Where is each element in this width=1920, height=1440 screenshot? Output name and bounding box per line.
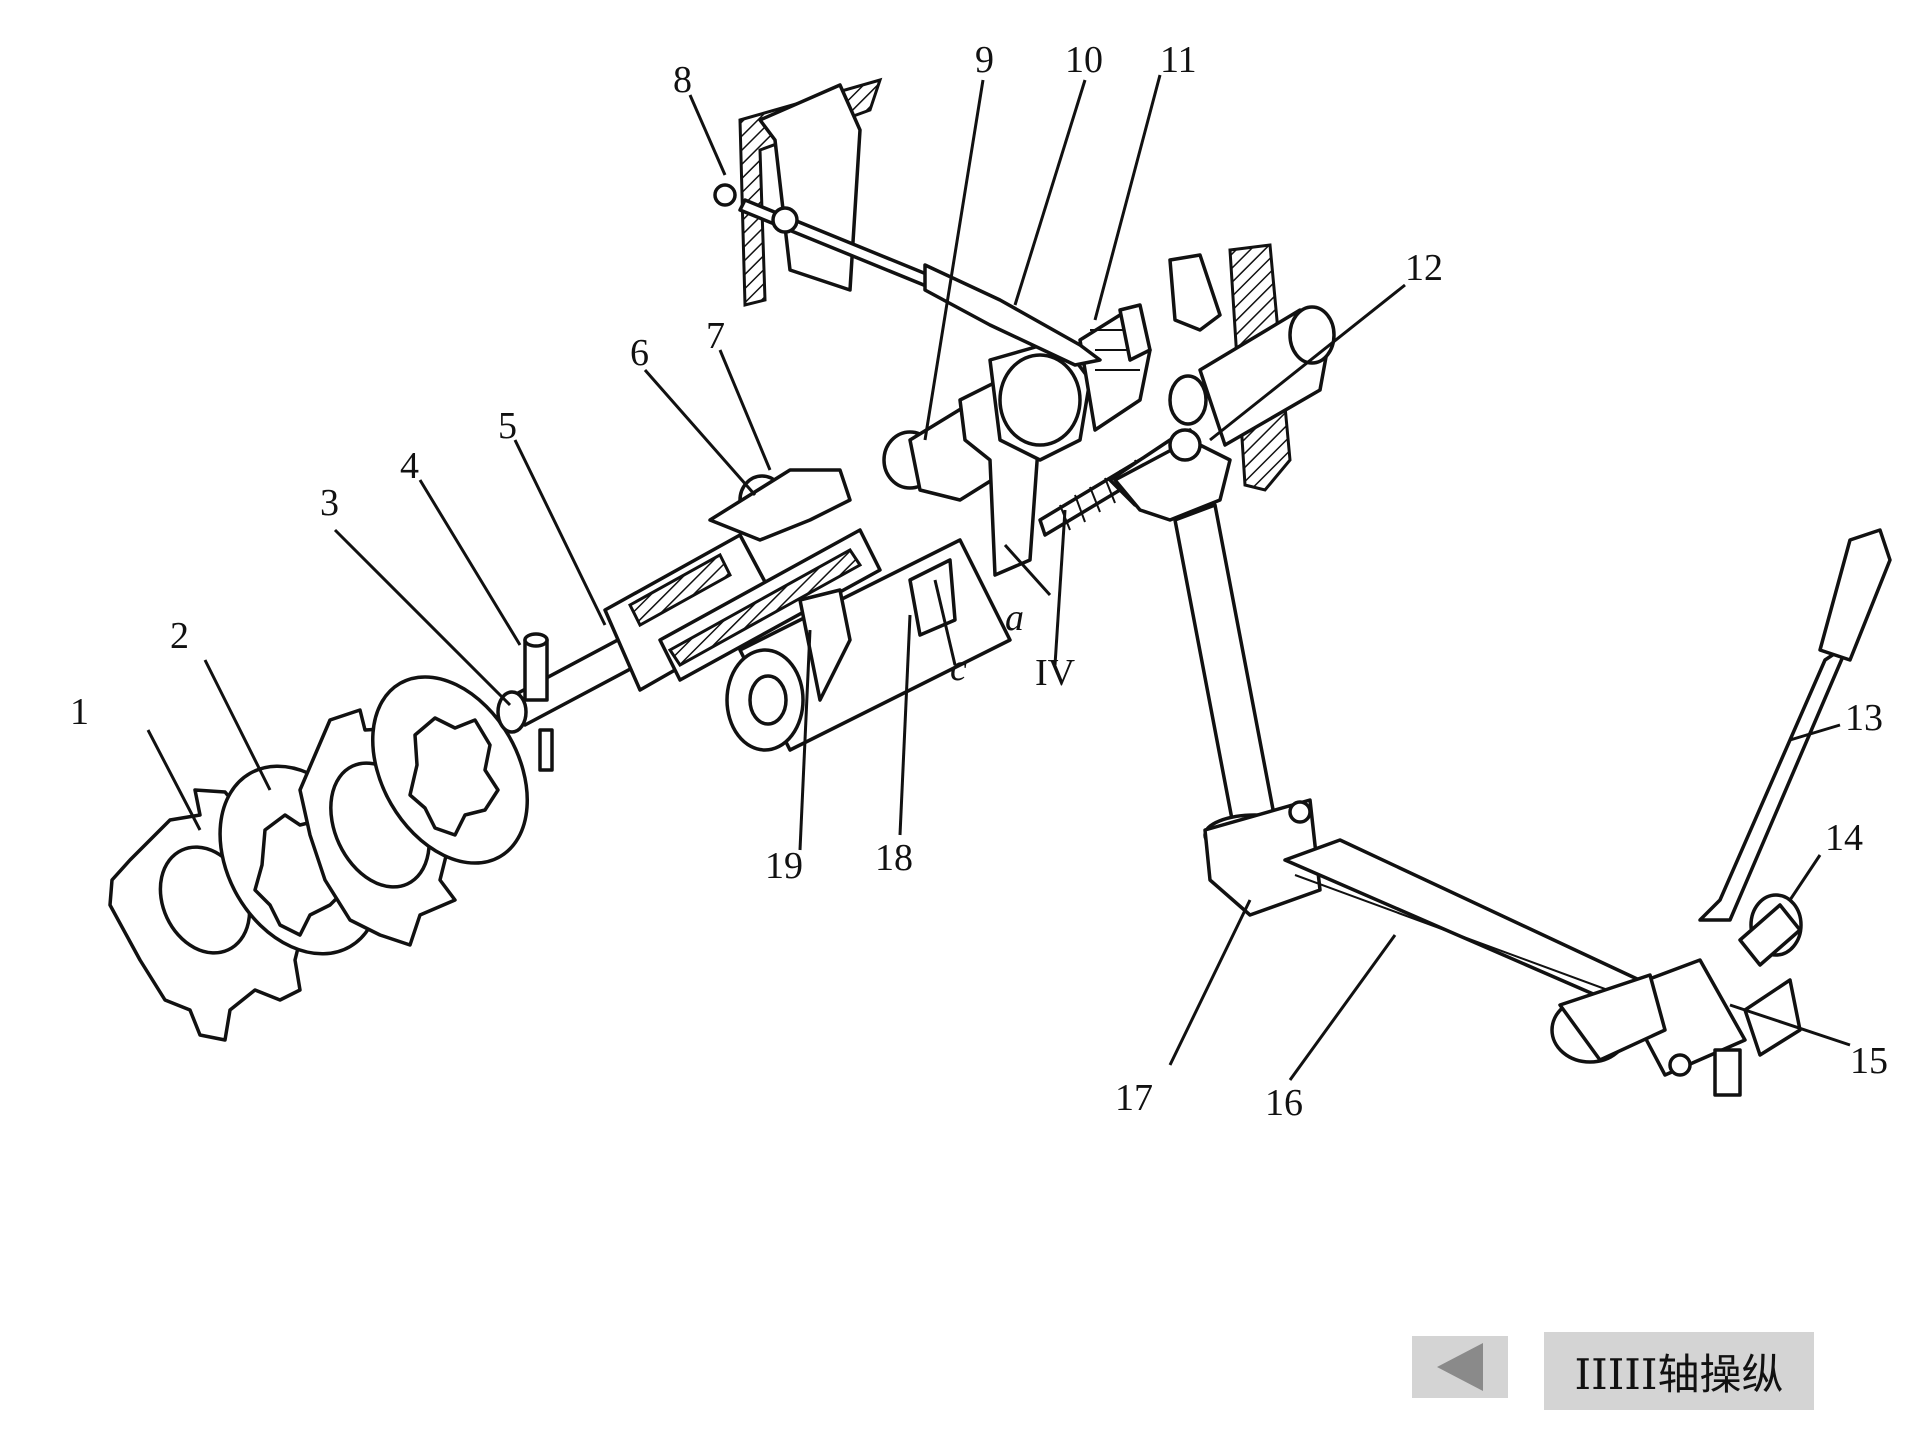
label-11: 11 [1160, 39, 1197, 81]
label-6: 6 [630, 332, 649, 374]
link-rod [1283, 838, 1652, 1012]
leader-lines [146, 74, 1851, 1081]
sliding-sleeve-assembly [603, 468, 882, 692]
part-labels: 1 2 3 4 5 6 7 8 9 10 11 12 13 14 15 16 1… [70, 39, 1888, 1124]
label-4: 4 [400, 445, 419, 487]
label-14: 14 [1825, 817, 1863, 859]
label-1: 1 [70, 691, 89, 733]
label-7: 7 [706, 315, 725, 357]
label-8: 8 [673, 59, 692, 101]
shift-lever-hub [1550, 528, 1892, 1097]
gear-fork-assembly [882, 303, 1152, 577]
disc-large [370, 675, 530, 865]
back-button[interactable] [1412, 1336, 1508, 1398]
vertical-lever-shaft [1113, 428, 1322, 917]
upper-bracket [713, 77, 1102, 367]
label-c: c [950, 647, 967, 689]
section-title: IIIII轴操纵 [1574, 1349, 1784, 1399]
label-10: 10 [1065, 39, 1103, 81]
label-a: a [1005, 597, 1024, 639]
label-17: 17 [1115, 1077, 1153, 1119]
left-triangle-icon [1437, 1343, 1483, 1391]
label-12: 12 [1405, 247, 1443, 289]
label-16: 16 [1265, 1082, 1303, 1124]
label-2: 2 [170, 615, 189, 657]
label-iv: IV [1035, 652, 1076, 694]
label-15: 15 [1850, 1040, 1888, 1082]
label-9: 9 [975, 39, 994, 81]
label-19: 19 [765, 845, 803, 887]
label-13: 13 [1845, 697, 1883, 739]
label-3: 3 [320, 482, 339, 524]
label-5: 5 [498, 405, 517, 447]
label-18: 18 [875, 837, 913, 879]
section-title-button[interactable]: IIIII轴操纵 [1544, 1332, 1814, 1410]
right-housing [1168, 243, 1336, 492]
